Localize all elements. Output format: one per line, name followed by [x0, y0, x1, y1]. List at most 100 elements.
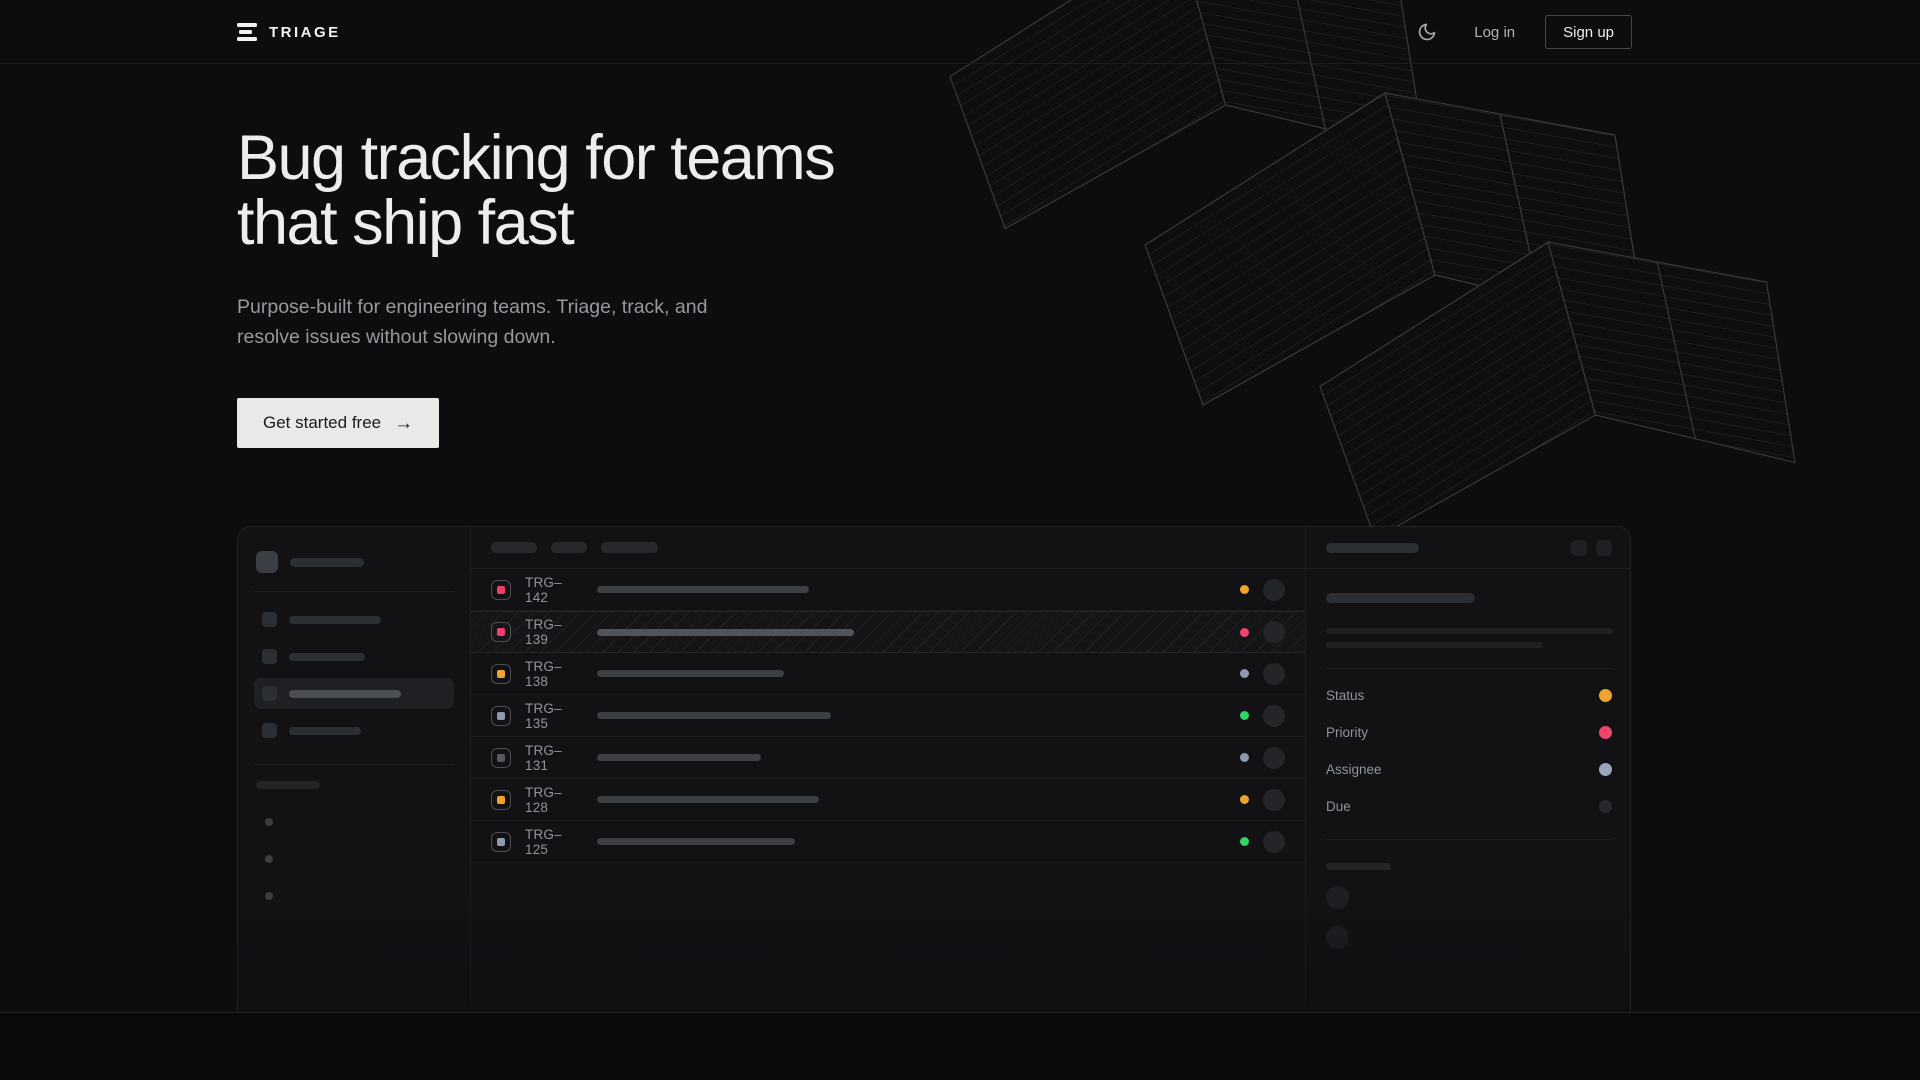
- detail-field-value-dot: [1599, 726, 1612, 739]
- hero-subtitle-line1: Purpose-built for engineering teams. Tri…: [237, 296, 708, 318]
- status-dot: [1240, 795, 1249, 804]
- top-nav: TRIAGE Log in Sign up: [0, 0, 1920, 64]
- workspace-switcher[interactable]: [256, 551, 452, 573]
- sidebar-item[interactable]: [254, 641, 454, 672]
- issue-title-skeleton: [597, 712, 831, 719]
- status-dot: [1240, 585, 1249, 594]
- hero-subtitle: Purpose-built for engineering teams. Tri…: [237, 292, 707, 352]
- detail-field-row[interactable]: Assignee: [1326, 751, 1612, 788]
- status-dot: [1240, 669, 1249, 678]
- issue-detail-panel: Status Priority Assignee Due: [1306, 527, 1630, 1012]
- footer-strip: [0, 1012, 1920, 1080]
- sidebar-item-label-skeleton: [289, 652, 365, 661]
- issue-row[interactable]: TRG–139: [471, 611, 1305, 653]
- hero-title-line1: Bug tracking for teams: [237, 123, 836, 193]
- triage-bars-icon: [237, 23, 257, 41]
- issue-type-icon: [491, 579, 511, 600]
- filter-pill-skeleton[interactable]: [491, 542, 537, 553]
- detail-field-row[interactable]: Due: [1326, 788, 1612, 825]
- status-dot: [1240, 837, 1249, 846]
- arrow-right-icon: →: [394, 412, 414, 434]
- status-dot: [1240, 753, 1249, 762]
- assignee-avatar[interactable]: [1263, 621, 1285, 643]
- app-preview: TRG–142 TRG–139 TRG–138 TRG–135 TRG–131: [237, 526, 1631, 1012]
- assignee-avatar[interactable]: [1263, 578, 1285, 601]
- detail-field-label: Priority: [1326, 725, 1369, 740]
- detail-action-button[interactable]: [1596, 539, 1612, 556]
- detail-field-row[interactable]: Status: [1326, 677, 1612, 714]
- signup-button[interactable]: Sign up: [1545, 15, 1632, 49]
- moon-icon: [1418, 23, 1436, 41]
- detail-field-value-dot: [1599, 800, 1612, 813]
- login-link[interactable]: Log in: [1474, 23, 1516, 41]
- status-dot: [1240, 711, 1249, 720]
- issue-id: TRG–131: [525, 742, 562, 773]
- filter-pill-skeleton[interactable]: [601, 542, 658, 553]
- comment-avatar: [1326, 886, 1349, 909]
- hero-title-line2: that ship fast: [237, 188, 575, 258]
- app-sidebar: [238, 527, 471, 1012]
- sidebar-bullet: [265, 855, 273, 863]
- sidebar-item[interactable]: [254, 604, 454, 635]
- brand-logo[interactable]: TRIAGE: [237, 0, 341, 64]
- issue-type-icon: [491, 622, 511, 642]
- issue-list-panel: TRG–142 TRG–139 TRG–138 TRG–135 TRG–131: [471, 527, 1306, 1012]
- assignee-avatar[interactable]: [1263, 662, 1285, 685]
- issue-id: TRG–125: [525, 826, 562, 857]
- issue-type-icon: [491, 789, 511, 810]
- sidebar-bullet: [265, 892, 273, 900]
- issue-title-skeleton: [597, 628, 854, 636]
- issue-id: TRG–142: [525, 574, 562, 605]
- comment-avatar: [1326, 926, 1349, 949]
- issue-title-skeleton: [597, 796, 819, 803]
- issue-list: TRG–142 TRG–139 TRG–138 TRG–135 TRG–131: [471, 569, 1305, 863]
- issue-row[interactable]: TRG–125: [471, 821, 1305, 863]
- sidebar-item[interactable]: [254, 715, 454, 746]
- issue-id: TRG–135: [525, 700, 562, 731]
- wireframe-graphic: [949, 0, 1796, 540]
- detail-divider: [1326, 668, 1612, 669]
- theme-toggle-button[interactable]: [1410, 15, 1444, 49]
- assignee-avatar[interactable]: [1263, 830, 1285, 853]
- detail-field-label: Due: [1326, 799, 1351, 814]
- issue-row[interactable]: TRG–128: [471, 779, 1305, 821]
- assignee-avatar[interactable]: [1263, 704, 1285, 727]
- get-started-button[interactable]: Get started free →: [237, 398, 440, 448]
- sidebar-item-icon: [262, 612, 277, 627]
- issue-id: TRG–128: [525, 784, 562, 815]
- detail-description-skeleton: [1326, 628, 1613, 634]
- assignee-avatar[interactable]: [1263, 746, 1285, 769]
- sidebar-divider: [254, 764, 454, 765]
- sidebar-item-label-skeleton: [289, 689, 401, 698]
- nav-actions: Log in Sign up: [1410, 0, 1632, 64]
- detail-action-button[interactable]: [1571, 539, 1587, 556]
- issue-id: TRG–138: [525, 658, 562, 689]
- detail-field-value-dot: [1599, 763, 1612, 776]
- issue-row[interactable]: TRG–142: [471, 569, 1305, 611]
- hero-subtitle-line2: resolve issues without slowing down.: [237, 326, 556, 348]
- get-started-label: Get started free: [263, 413, 382, 432]
- workspace-icon: [256, 551, 278, 573]
- detail-description-skeleton: [1326, 642, 1543, 648]
- detail-breadcrumb-skeleton: [1326, 542, 1419, 553]
- issue-row[interactable]: TRG–135: [471, 695, 1305, 737]
- detail-actions: [1571, 539, 1612, 556]
- detail-section-label-skeleton: [1326, 863, 1391, 870]
- filter-pill-skeleton[interactable]: [551, 542, 587, 553]
- issue-type-icon: [491, 705, 511, 726]
- sidebar-divider: [254, 591, 454, 592]
- assignee-avatar[interactable]: [1263, 788, 1285, 811]
- brand-name: TRIAGE: [269, 23, 341, 41]
- issue-row[interactable]: TRG–138: [471, 653, 1305, 695]
- detail-field-label: Status: [1326, 688, 1365, 703]
- detail-field-row[interactable]: Priority: [1326, 714, 1612, 751]
- sidebar-item-active[interactable]: [254, 678, 454, 709]
- issue-type-icon: [491, 663, 511, 684]
- issue-title-skeleton: [597, 586, 809, 593]
- issue-type-icon: [491, 831, 511, 852]
- workspace-name-skeleton: [290, 557, 364, 567]
- detail-field-label: Assignee: [1326, 762, 1382, 777]
- issue-row[interactable]: TRG–131: [471, 737, 1305, 779]
- status-dot: [1240, 627, 1249, 637]
